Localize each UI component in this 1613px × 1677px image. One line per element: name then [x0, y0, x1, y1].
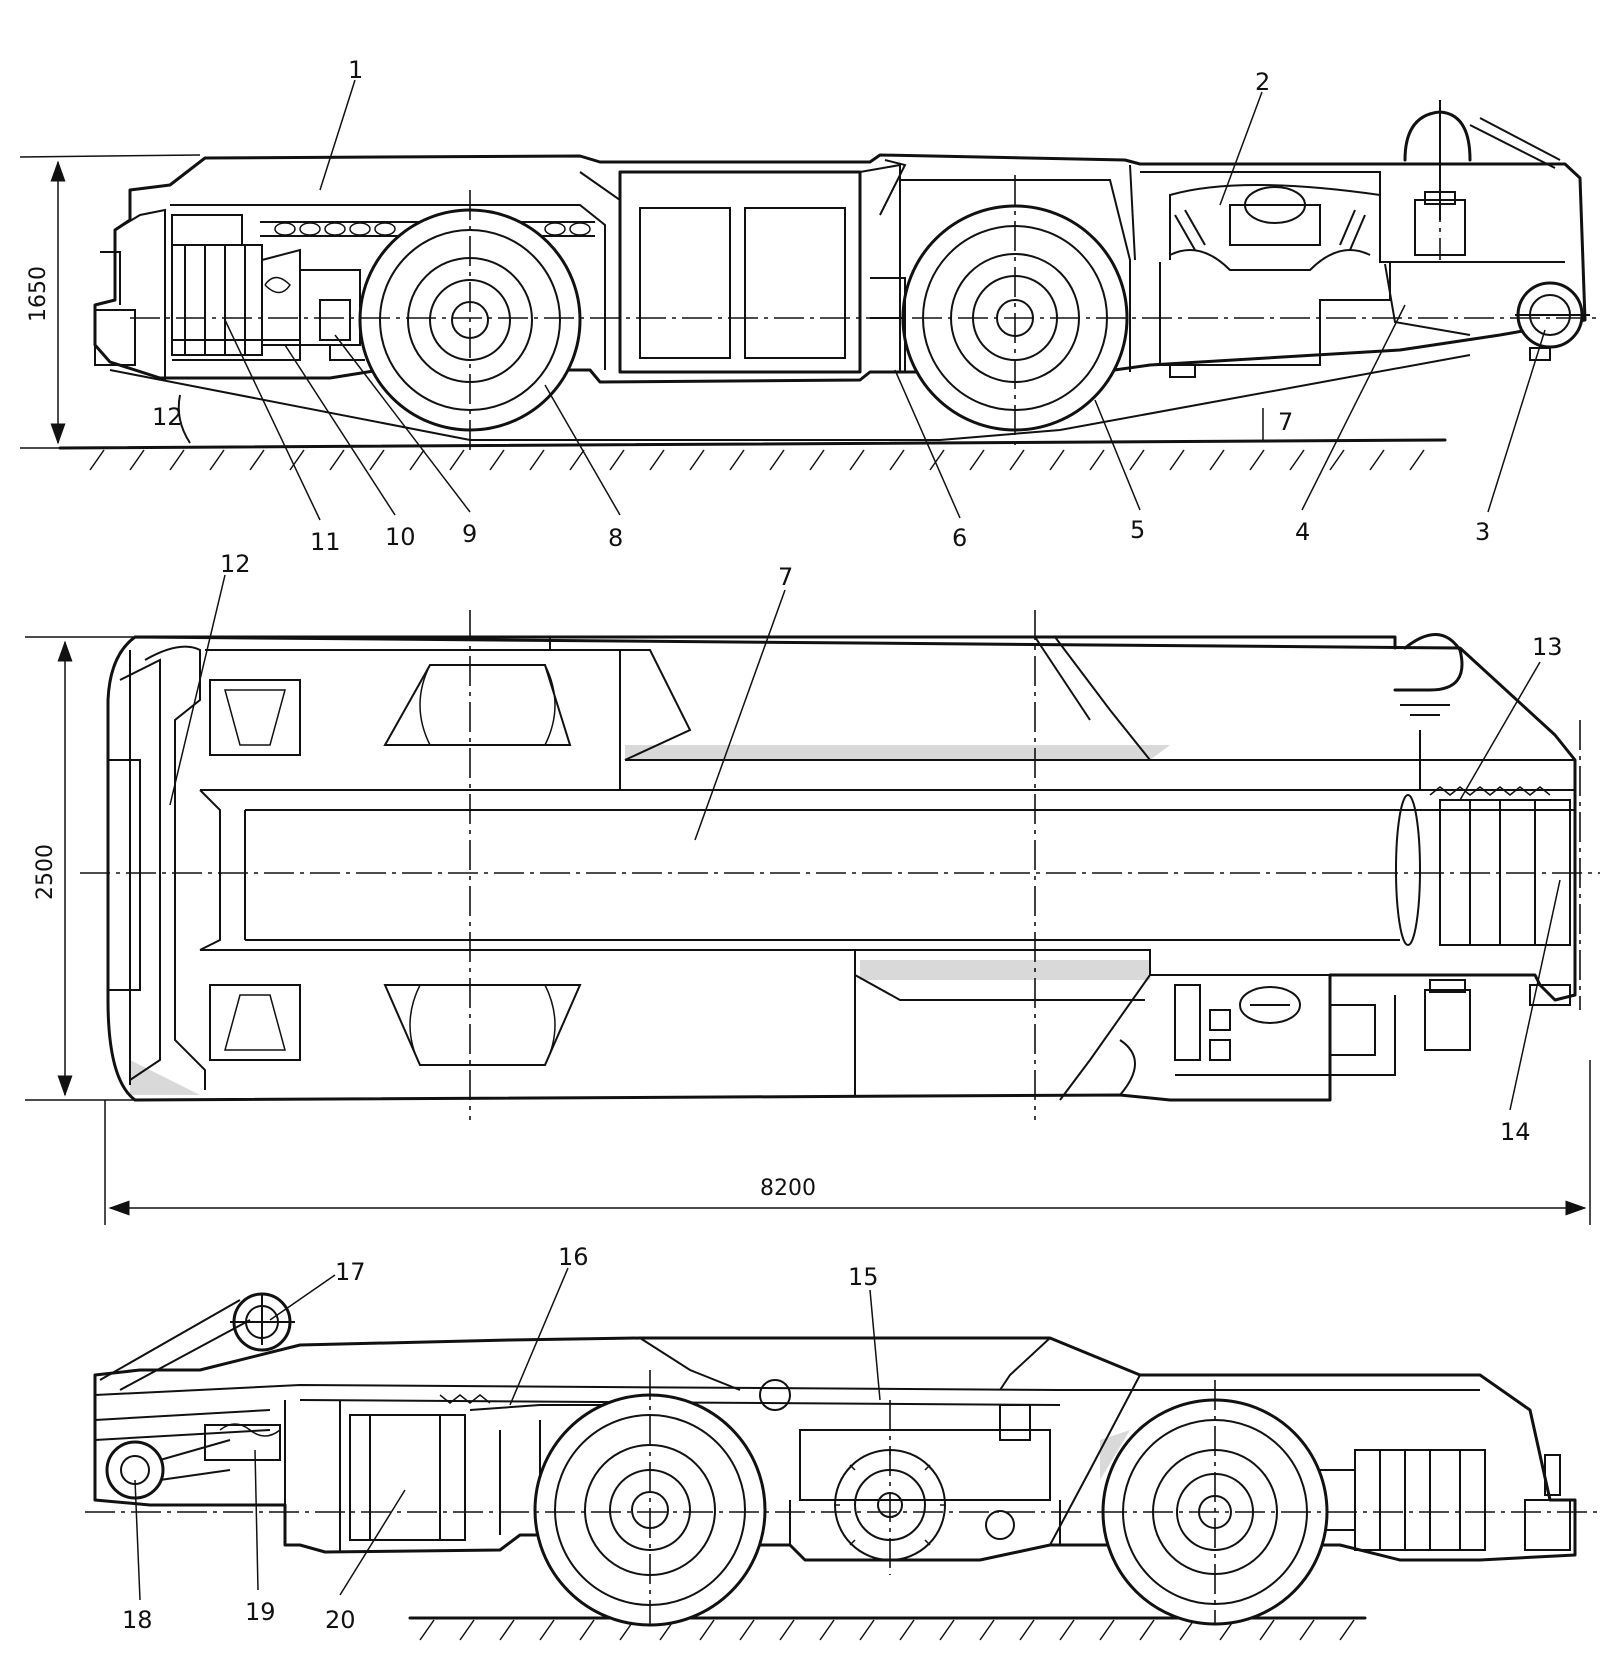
label-12-side: 12 — [152, 403, 183, 431]
body-outline-side — [93, 153, 1587, 384]
label-5: 5 — [1130, 516, 1145, 544]
label-16: 16 — [558, 1243, 589, 1271]
side-view-labels: 1 2 3 4 5 6 7 8 9 10 11 12 — [152, 56, 1546, 556]
engine-block-bottom — [1320, 1449, 1571, 1551]
label-9: 9 — [462, 520, 477, 548]
label-20: 20 — [325, 1606, 356, 1634]
length-dimension: 8200 — [104, 1060, 1591, 1225]
ground-line-top — [58, 438, 1447, 471]
label-3: 3 — [1475, 518, 1490, 546]
winch-housing — [1159, 184, 1391, 366]
engine-block — [171, 214, 301, 361]
label-18: 18 — [122, 1606, 153, 1634]
top-view: 2500 — [25, 610, 1600, 1120]
label-19: 19 — [245, 1598, 276, 1626]
label-6: 6 — [952, 524, 967, 552]
tank-equipment-top — [1174, 979, 1571, 1076]
body-outline-bottom — [93, 1336, 1577, 1562]
body-outline-top — [106, 635, 1577, 1102]
label-7-top: 7 — [778, 563, 793, 591]
front-coupling-bottom — [105, 1439, 231, 1500]
bottom-view-labels: 15 16 17 18 19 20 — [122, 1243, 881, 1634]
label-1: 1 — [348, 56, 363, 84]
label-13: 13 — [1532, 633, 1563, 661]
rear-coupling-side — [1515, 281, 1590, 349]
height-dimension-text: 1650 — [26, 266, 51, 322]
label-2: 2 — [1255, 68, 1270, 96]
label-10: 10 — [385, 523, 416, 551]
top-view-labels: 12 7 13 14 — [169, 550, 1563, 1146]
tow-hook-side — [1403, 100, 1561, 256]
length-dimension-text: 8200 — [760, 1176, 816, 1201]
winch-bottom-view — [99, 1292, 295, 1391]
opposite-side-view — [85, 1292, 1600, 1641]
width-dimension-text: 2500 — [33, 844, 58, 900]
label-11: 11 — [310, 528, 341, 556]
height-dimension: 1650 — [19, 154, 201, 449]
side-view: 1650 — [19, 100, 1600, 471]
label-7-side: 7 — [1278, 408, 1293, 436]
label-8: 8 — [608, 524, 623, 552]
tow-hook-top — [1393, 633, 1464, 790]
label-15: 15 — [848, 1263, 879, 1291]
label-17: 17 — [335, 1258, 366, 1286]
label-14: 14 — [1500, 1118, 1531, 1146]
label-12-top: 12 — [220, 550, 251, 578]
label-4: 4 — [1295, 518, 1310, 546]
